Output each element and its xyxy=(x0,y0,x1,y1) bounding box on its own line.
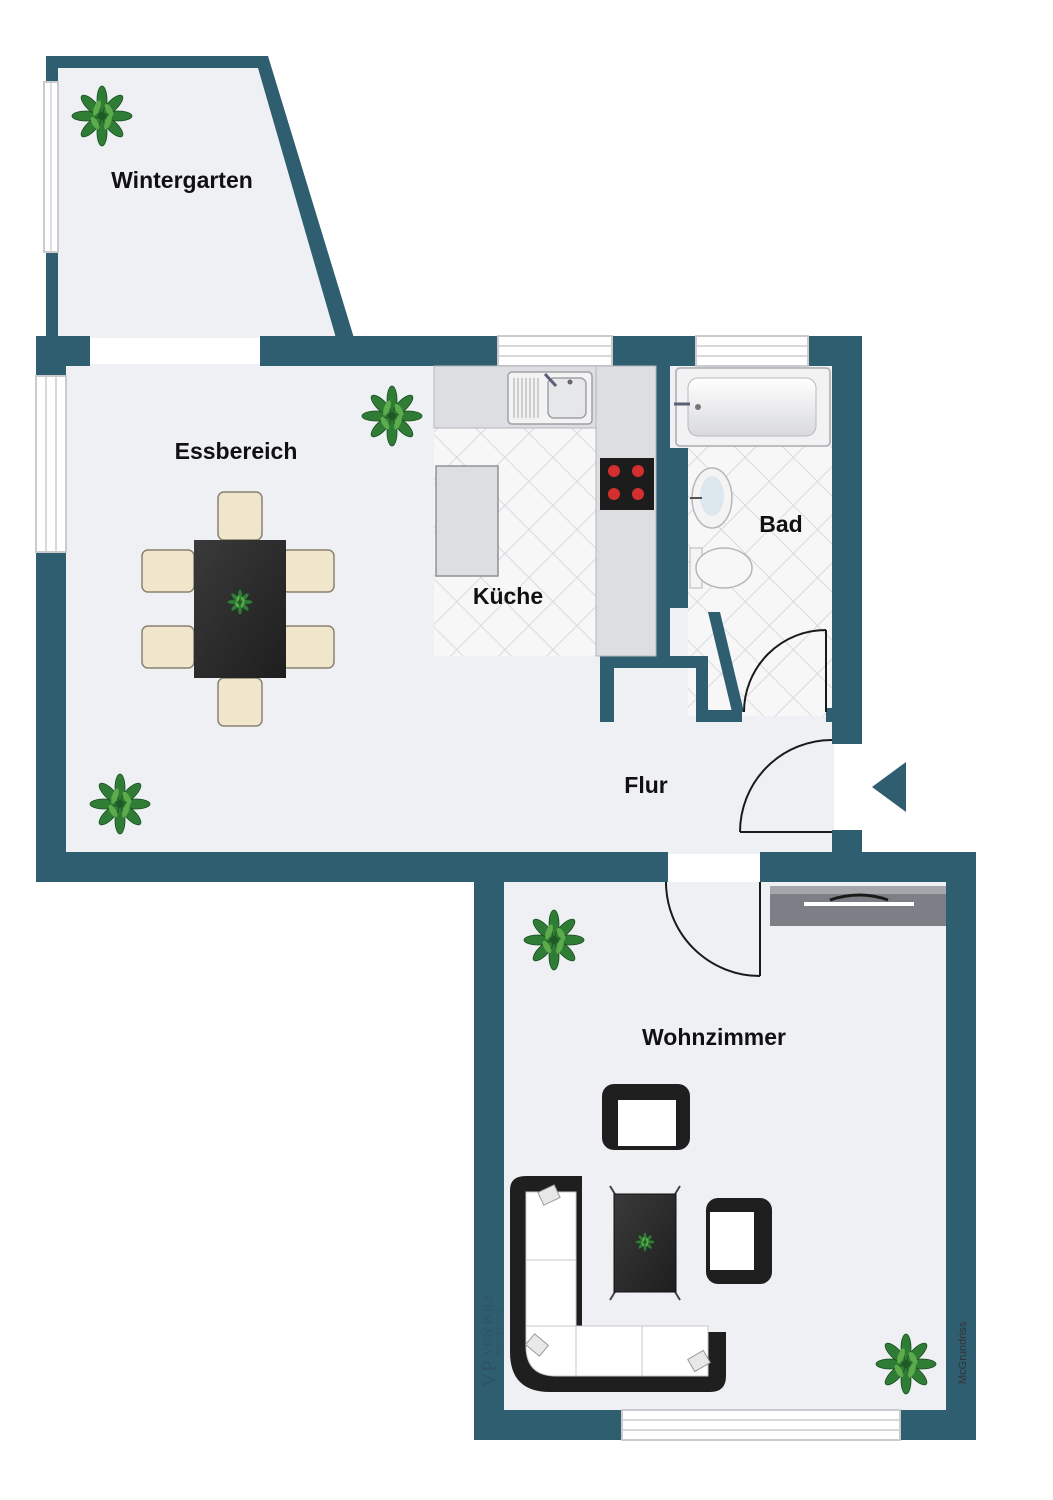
brand-logo: VP VON POLL IMMOBILIEN xyxy=(476,1292,502,1388)
living-furniture xyxy=(510,886,946,1392)
kitchen-furniture xyxy=(433,365,657,657)
room-label-wohnzimmer: Wohnzimmer xyxy=(642,1024,786,1050)
room-labels: Wintergarten Essbereich Küche Bad Flur W… xyxy=(111,167,803,1050)
doors xyxy=(665,629,833,977)
windows xyxy=(35,81,901,1441)
walls xyxy=(36,56,976,1440)
credit-label: McGrundriss xyxy=(957,1321,969,1384)
brand-sub: IMMOBILIEN xyxy=(496,1309,502,1356)
entrance-arrow-icon xyxy=(872,762,906,812)
brand-name: VON POLL xyxy=(480,1292,495,1356)
bathroom-fixtures xyxy=(674,367,831,589)
room-label-wintergarten: Wintergarten xyxy=(111,167,253,193)
room-label-kueche: Küche xyxy=(473,583,543,609)
brand-initials: VP xyxy=(476,1360,501,1388)
room-label-flur: Flur xyxy=(624,772,667,798)
dining-set xyxy=(141,491,335,727)
room-label-bad: Bad xyxy=(759,511,802,537)
room-label-essbereich: Essbereich xyxy=(175,438,298,464)
